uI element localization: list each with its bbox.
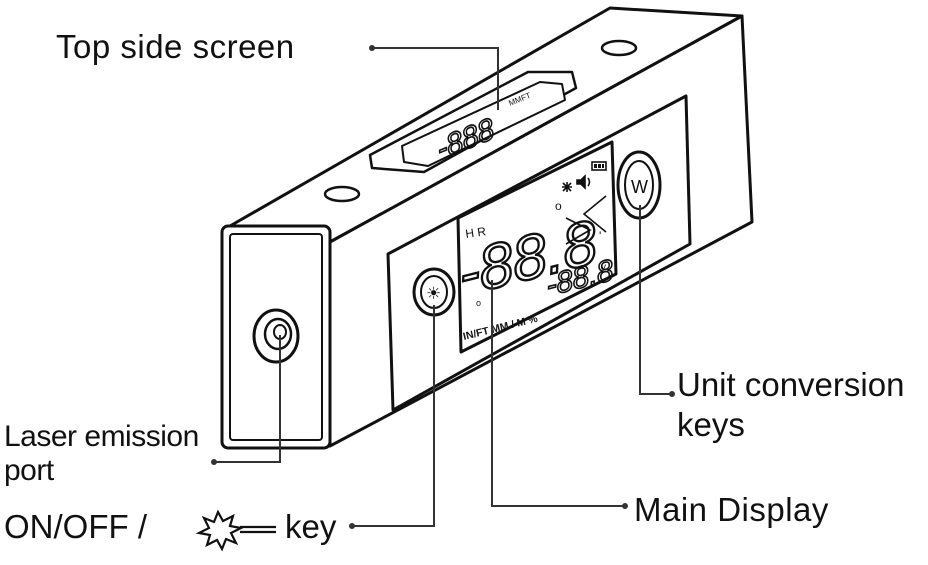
on-off-laser-button[interactable]: ☀ [412, 267, 456, 317]
main-left-mark: o [476, 298, 481, 308]
leader-top-screen [372, 47, 499, 110]
top-screen-lcd [401, 81, 566, 167]
label-key: key [285, 508, 337, 545]
label-unit-conversion-keys: keys [677, 406, 745, 443]
main-degree-mark: o [555, 199, 562, 213]
main-small-suffix: y [601, 262, 606, 273]
leader-unit-keys [639, 205, 672, 395]
lcd-laser-icon [562, 182, 572, 192]
leader-on-off [352, 305, 435, 527]
top-screw-left [323, 185, 361, 203]
main-hr-indicator: H R [464, 224, 487, 241]
leader-laser-port [214, 335, 281, 463]
leader-main-display [491, 280, 625, 507]
laser-symbol-icon: ☀ [426, 284, 441, 303]
label-laser-port: port [4, 454, 54, 487]
label-unit-conversion: Unit conversion [677, 366, 905, 403]
label-top-side-screen: Top side screen [56, 28, 295, 65]
laser-emission-port [252, 308, 300, 364]
unit-key-symbol: W [631, 177, 648, 197]
lcd-angle-icon [565, 195, 607, 245]
laser-key-icon [195, 509, 276, 552]
lcd-sound-icon [576, 174, 591, 190]
label-main-display: Main Display [634, 491, 829, 528]
lcd-battery-icon [591, 161, 607, 171]
label-on-off: ON/OFF / [4, 508, 147, 545]
main-small-mark: ' [599, 229, 601, 243]
label-laser-emission: Laser emission [4, 420, 199, 453]
main-display [456, 140, 618, 354]
top-screw-right [600, 39, 638, 57]
